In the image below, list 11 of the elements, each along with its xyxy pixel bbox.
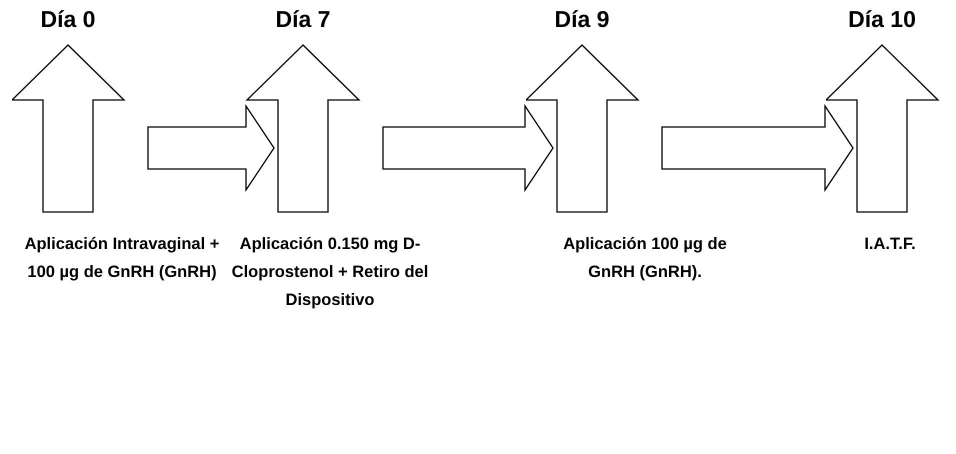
block-arrow xyxy=(147,104,275,192)
step-description: Aplicación 0.150 mg D- Cloprostenol + Retiro del Dispositivo xyxy=(230,234,430,311)
step-description: Aplicación 100 µg de GnRH (GnRH). xyxy=(562,234,728,283)
block-arrow xyxy=(382,104,554,192)
block-arrow xyxy=(661,104,854,192)
step-description: Aplicación Intravaginal + 100 µg de GnRH (GnRH) xyxy=(24,234,220,283)
day-heading: Día 0 xyxy=(40,6,96,33)
day-heading: Día 7 xyxy=(274,6,332,33)
day-heading: Día 10 xyxy=(847,6,917,33)
day-heading: Día 9 xyxy=(554,6,610,33)
step-description: I.A.T.F. xyxy=(863,234,917,255)
